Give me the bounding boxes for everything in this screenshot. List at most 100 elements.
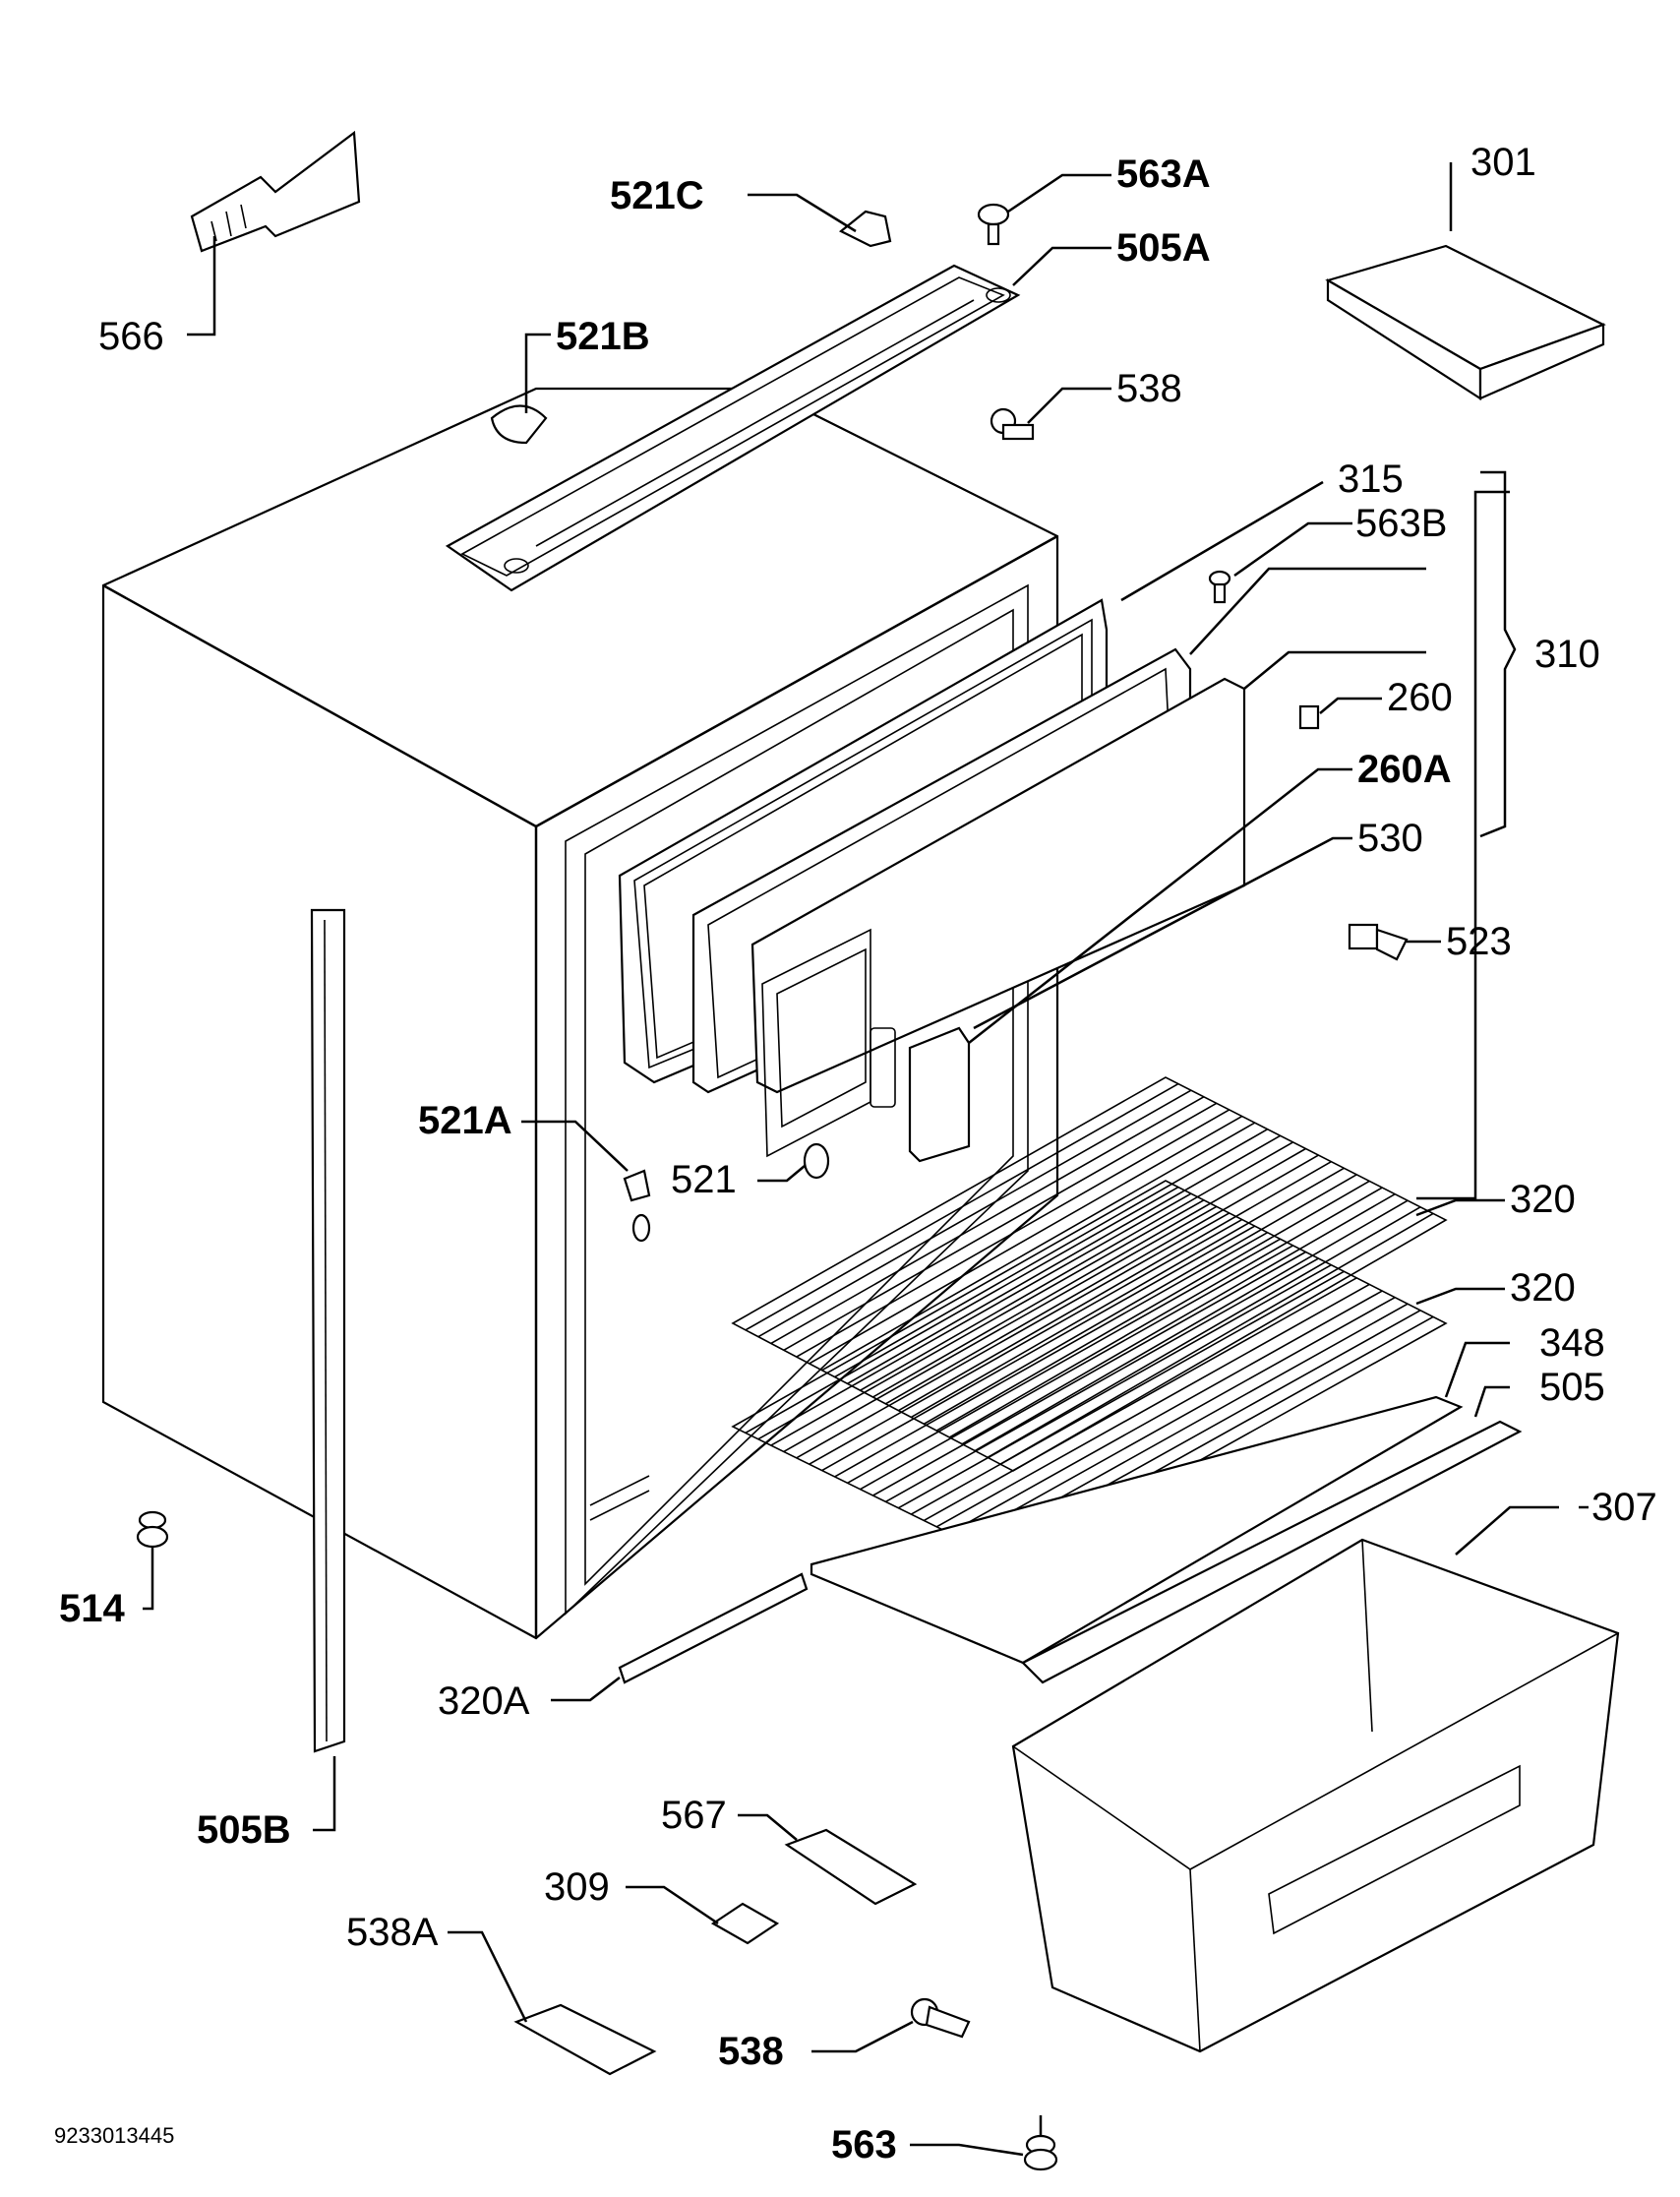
foot-514 <box>136 1510 169 1549</box>
shelf-wire <box>987 1206 1421 1459</box>
shelf-wire <box>910 1167 1345 1419</box>
label-538-top: 538 <box>1116 367 1182 410</box>
label-320a: 320A <box>438 1679 530 1723</box>
shelf-wire <box>834 1232 1269 1478</box>
shelf-wire <box>923 1277 1357 1522</box>
label-563a: 563A <box>1116 153 1211 196</box>
shelf-wire <box>783 1205 1218 1453</box>
shelf-wire <box>809 1218 1243 1465</box>
front-strip-505 <box>1021 1420 1523 1684</box>
shelf-wire <box>974 1199 1409 1452</box>
door-handle-260a <box>908 1026 971 1163</box>
foot-563 <box>1023 2115 1058 2171</box>
bracket-310 <box>1479 470 1517 838</box>
ice-tray-301 <box>1325 244 1606 401</box>
shelf-wire <box>948 1187 1383 1438</box>
cap-521b <box>490 404 548 445</box>
shelf-wire <box>860 1245 1293 1491</box>
shelf-wire <box>796 1212 1230 1459</box>
shelf-wire <box>961 1192 1396 1445</box>
shelf-wire <box>872 1251 1306 1496</box>
label-320-a: 320 <box>1510 1178 1576 1221</box>
label-260a: 260A <box>1357 748 1452 791</box>
label-505: 505 <box>1539 1366 1605 1409</box>
hinge-part <box>870 1027 896 1108</box>
shelf-wire <box>757 1089 1192 1338</box>
shelf-wire <box>847 1134 1281 1385</box>
label-563b: 563B <box>1355 502 1447 545</box>
glass-shelf-348 <box>810 1395 1464 1665</box>
part-309 <box>710 1902 780 1945</box>
shelf-wire <box>821 1122 1256 1372</box>
label-521c: 521C <box>610 174 704 217</box>
hinge-538-bottom <box>910 1997 971 2039</box>
shelf-wire <box>910 1270 1345 1515</box>
label-523: 523 <box>1446 920 1512 963</box>
top-strip-505a <box>445 264 1021 592</box>
label-320-b: 320 <box>1510 1266 1576 1310</box>
label-530: 530 <box>1357 817 1423 860</box>
screw-563b <box>1208 570 1231 604</box>
shelf-wire <box>948 1290 1383 1534</box>
shelf-wire <box>898 1160 1332 1412</box>
shelf-wire <box>847 1238 1281 1484</box>
clip-260 <box>1298 704 1320 730</box>
label-309: 309 <box>544 1865 610 1909</box>
shelf-wire <box>923 1174 1357 1425</box>
label-310: 310 <box>1534 633 1600 676</box>
screw-563a <box>977 203 1010 246</box>
wire-shelf-upper <box>731 1076 1448 1472</box>
label-505a: 505A <box>1116 226 1211 270</box>
label-563: 563 <box>831 2123 897 2166</box>
diagram-code: 9233013445 <box>54 2123 174 2148</box>
label-521a: 521A <box>418 1099 512 1142</box>
shelf-wire <box>745 1186 1179 1434</box>
bracket-567 <box>784 1828 918 1906</box>
shelf-wire <box>885 1154 1319 1405</box>
shelf-wire <box>872 1147 1306 1398</box>
bulb-holder-521a <box>623 1169 651 1243</box>
hinge-538-top <box>990 407 1035 441</box>
shelf-wire <box>745 1082 1179 1331</box>
label-348: 348 <box>1539 1321 1605 1365</box>
shelf-wire <box>935 1180 1370 1432</box>
shelf-wire <box>770 1199 1205 1446</box>
label-301: 301 <box>1470 141 1536 184</box>
shelf-wire <box>809 1115 1243 1365</box>
ice-scraper-566 <box>190 130 361 253</box>
labels: 566 521C 563A 505A 301 521B 538 315 563B… <box>54 141 1657 2166</box>
label-566: 566 <box>98 315 164 358</box>
label-505b: 505B <box>197 1808 291 1852</box>
crisper-drawer-307 <box>1011 1538 1620 2053</box>
shelf-wire <box>770 1096 1205 1345</box>
shelf-wire <box>999 1212 1434 1465</box>
side-strip-505b <box>310 908 346 1753</box>
cap-521c <box>838 210 892 248</box>
shelf-wire <box>783 1102 1218 1351</box>
label-307: 307 <box>1591 1486 1657 1529</box>
label-514: 514 <box>59 1587 125 1630</box>
shelf-wire <box>860 1141 1293 1391</box>
part-523 <box>1348 923 1409 961</box>
vent-grille-320a <box>618 1572 809 1684</box>
label-521b: 521B <box>556 315 650 358</box>
label-315: 315 <box>1338 458 1404 501</box>
shelf-wire <box>885 1257 1319 1503</box>
bracket-538a <box>513 2003 657 2076</box>
shelf-wire <box>796 1109 1230 1358</box>
leader-lines <box>143 162 1589 2157</box>
label-538a: 538A <box>346 1911 439 1954</box>
shelf-wire <box>821 1225 1256 1472</box>
label-538-bottom: 538 <box>718 2030 784 2073</box>
shelf-wire <box>898 1263 1332 1509</box>
shelf-wire <box>757 1192 1192 1440</box>
label-260: 260 <box>1387 676 1453 719</box>
bulb-521 <box>803 1142 830 1180</box>
label-521: 521 <box>671 1158 737 1201</box>
shelf-wire <box>834 1129 1269 1378</box>
label-567: 567 <box>661 1794 727 1837</box>
wire-shelf-lower <box>731 1180 1448 1565</box>
shelf-wire <box>935 1283 1370 1528</box>
shelf-wire <box>961 1296 1396 1541</box>
